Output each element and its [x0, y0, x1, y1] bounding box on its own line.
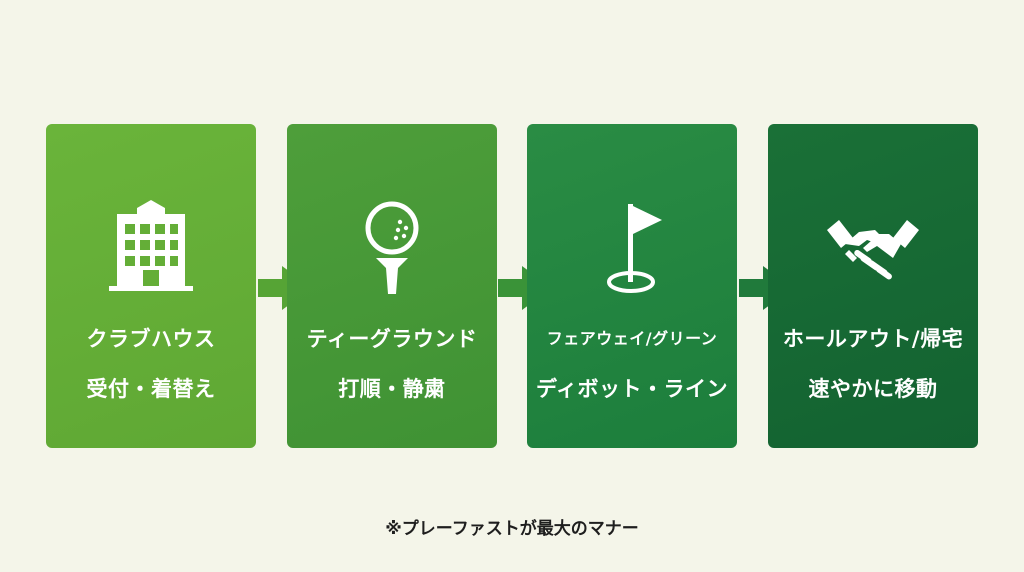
step-subtitle: 打順・静粛	[338, 377, 446, 401]
step-title: クラブハウス	[86, 327, 216, 351]
step-title: フェアウェイ/グリーン	[546, 329, 718, 348]
right-arrow-icon	[498, 266, 552, 310]
step-card-hole-out: ホールアウト/帰宅 速やかに移動	[768, 124, 978, 448]
flag-in-hole-icon	[582, 200, 682, 296]
right-arrow-icon	[739, 266, 793, 310]
right-arrow-icon	[258, 266, 312, 310]
handshake-icon	[823, 200, 923, 296]
step-subtitle: 受付・着替え	[86, 377, 216, 401]
footer-note: ※プレーファストが最大のマナー	[385, 519, 639, 539]
building-icon	[101, 200, 201, 296]
step-card-tee-ground: ティーグラウンド 打順・静粛	[287, 124, 497, 448]
step-subtitle: 速やかに移動	[808, 377, 938, 401]
golf-ball-on-tee-icon	[342, 200, 442, 296]
step-card-clubhouse: クラブハウス 受付・着替え	[46, 124, 256, 448]
step-subtitle: ディボット・ライン	[535, 377, 729, 401]
step-title: ホールアウト/帰宅	[782, 327, 964, 351]
step-card-fairway-green: フェアウェイ/グリーン ディボット・ライン	[527, 124, 737, 448]
step-title: ティーグラウンド	[306, 327, 478, 351]
